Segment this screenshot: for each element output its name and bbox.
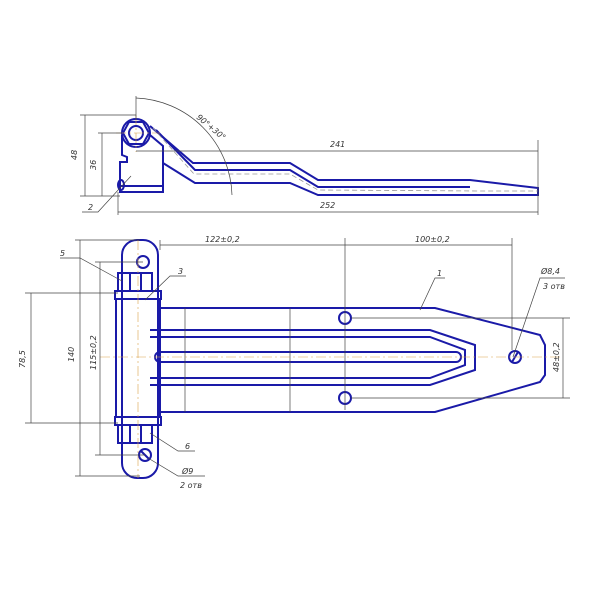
dim-height-48: 48 — [70, 150, 79, 160]
callout-6: 6 — [185, 442, 190, 451]
dim-angle: 90°+30° — [195, 113, 228, 142]
hole-knuckle-diameter: Ø9 — [181, 466, 193, 476]
dim-48: 48±0,2 — [552, 342, 561, 372]
top-view: 90°+30° 48 36 241 252 2 — [70, 96, 539, 215]
hole-leaf-diameter: Ø8,4 — [540, 266, 560, 276]
callout-5: 5 — [60, 249, 65, 258]
dim-140: 140 — [67, 347, 76, 362]
plan-view: 122±0,2 100±0,2 48±0,2 78,5 140 115±0,2 … — [18, 235, 570, 490]
dim-height-36: 36 — [89, 160, 98, 170]
dim-115: 115±0,2 — [89, 335, 98, 370]
dim-122: 122±0,2 — [205, 235, 240, 244]
callout-1: 1 — [437, 269, 442, 278]
dim-length-241: 241 — [330, 140, 345, 149]
dim-100: 100±0,2 — [415, 235, 450, 244]
dim-78-5: 78,5 — [18, 350, 27, 368]
hole-knuckle-count: 2 отв — [180, 481, 202, 490]
callout-2: 2 — [88, 203, 93, 212]
hole-leaf-count: 3 отв — [543, 282, 565, 291]
dim-length-252: 252 — [320, 201, 335, 210]
callout-3: 3 — [178, 267, 183, 276]
